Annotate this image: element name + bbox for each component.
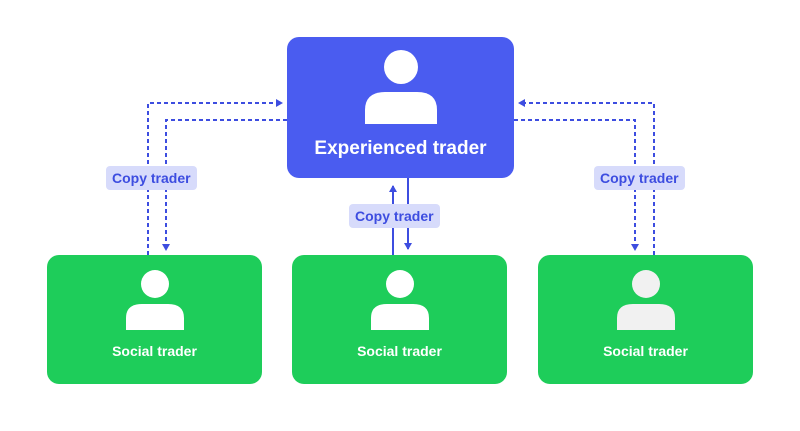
left-connector-up	[147, 99, 283, 255]
social-trader-card-left: Social trader	[47, 255, 262, 384]
social-trader-card-right: Social trader	[538, 255, 753, 384]
right-connector-up	[518, 99, 655, 255]
social-trader-label: Social trader	[112, 343, 197, 359]
experienced-trader-label: Experienced trader	[314, 138, 487, 159]
social-trader-label: Social trader	[603, 343, 688, 359]
social-trader-card-center: Social trader	[292, 255, 507, 384]
experienced-trader-card: Experienced trader	[287, 37, 514, 178]
copy-trader-badge-center: Copy trader	[349, 204, 440, 228]
person-icon	[616, 270, 675, 330]
person-icon	[125, 270, 184, 330]
copy-trader-badge-right: Copy trader	[594, 166, 685, 190]
person-icon	[370, 270, 429, 330]
social-trader-label: Social trader	[357, 343, 442, 359]
copy-trader-badge-left: Copy trader	[106, 166, 197, 190]
right-connector-down	[514, 119, 639, 251]
person-icon	[364, 50, 437, 124]
left-connector-down	[162, 119, 287, 251]
